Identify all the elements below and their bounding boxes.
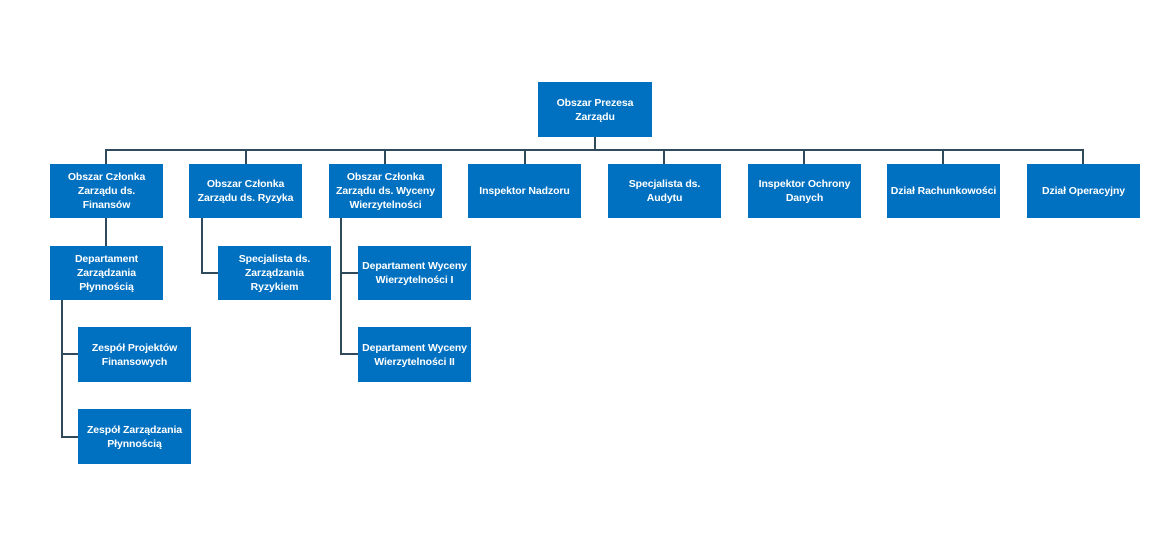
org-node-operations-department: Dział Operacyjny [1027, 164, 1140, 218]
org-node-label: Dział Operacyjny [1041, 185, 1126, 197]
org-node-label: Zespół Zarządzania Płynnością [86, 423, 183, 450]
org-node-valuation-department-2: Departament Wyceny Wierzytelności II [358, 327, 471, 382]
org-node-label: Specjalista ds. Zarządzania Ryzykiem [238, 253, 311, 293]
org-node-valuation-department-1: Departament Wyceny Wierzytelności I [358, 246, 471, 300]
org-node-liquidity-department: Departament Zarządzania Płynnością [50, 246, 163, 300]
org-node-label: Specjalista ds. Audytu [628, 178, 701, 204]
org-node-label: Departament Wyceny Wierzytelności I [362, 260, 467, 286]
org-node-label: Inspektor Nadzoru [479, 185, 570, 197]
org-node-accounting-department: Dział Rachunkowości [887, 164, 1000, 218]
org-node-president-area: Obszar Prezesa Zarządu [538, 82, 652, 137]
org-node-finance-area: Obszar Członka Zarządu ds. Finansów [50, 164, 163, 218]
org-node-audit-specialist: Specjalista ds. Audytu [608, 164, 721, 218]
org-node-supervision-inspector: Inspektor Nadzoru [468, 164, 581, 218]
org-node-valuation-area: Obszar Członka Zarządu ds. Wyceny Wierzy… [329, 164, 442, 218]
org-node-data-protection-inspector: Inspektor Ochrony Danych [748, 164, 861, 218]
org-node-risk-specialist: Specjalista ds. Zarządzania Ryzykiem [218, 246, 331, 300]
org-node-label: Dział Rachunkowości [890, 185, 997, 197]
org-node-label: Departament Wyceny Wierzytelności II [362, 341, 467, 368]
org-node-financial-projects-team: Zespół Projektów Finansowych [78, 327, 191, 382]
org-node-risk-area: Obszar Członka Zarządu ds. Ryzyka [189, 164, 302, 218]
org-node-label: Obszar Członka Zarządu ds. Ryzyka [197, 178, 294, 204]
org-node-label: Zespół Projektów Finansowych [91, 341, 178, 368]
org-node-label: Obszar Prezesa Zarządu [556, 96, 634, 123]
org-node-label: Departament Zarządzania Płynnością [74, 253, 139, 293]
org-node-label: Obszar Członka Zarządu ds. Wyceny Wierzy… [336, 171, 435, 211]
org-node-label: Obszar Członka Zarządu ds. Finansów [67, 171, 146, 211]
org-node-label: Inspektor Ochrony Danych [758, 178, 851, 204]
org-node-liquidity-team: Zespół Zarządzania Płynnością [78, 409, 191, 464]
